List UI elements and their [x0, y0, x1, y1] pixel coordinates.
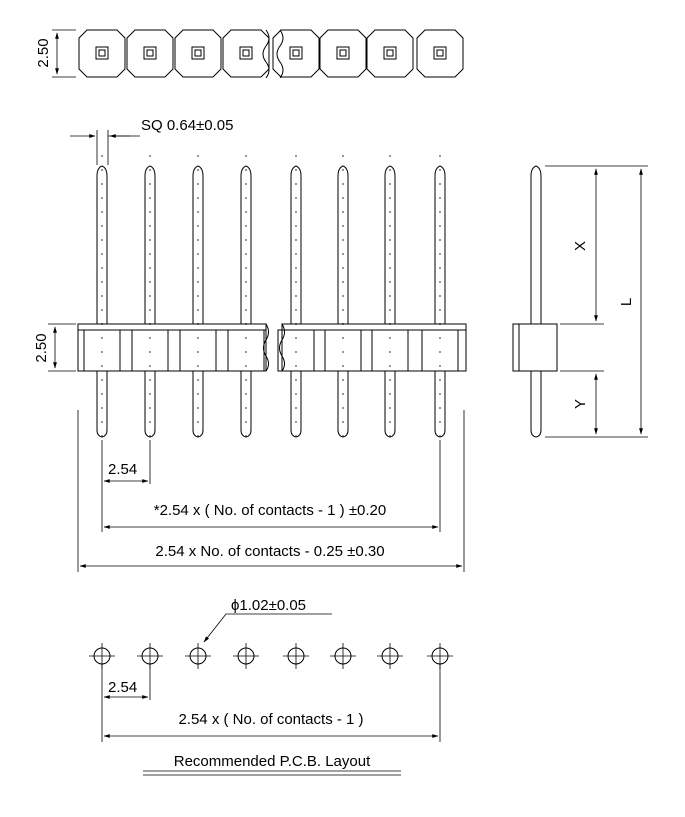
side-pin-bottom	[530, 371, 542, 438]
front-pin	[227, 155, 265, 445]
side-l-label: L	[618, 298, 635, 306]
front-pitch-label: 2.54	[108, 461, 137, 478]
side-x-label: X	[572, 241, 589, 251]
side-pin-top	[530, 165, 542, 324]
front-pin	[324, 155, 362, 445]
hole-diameter-label: ϕ1.02±0.05	[231, 597, 306, 614]
front-pin	[83, 155, 121, 445]
housing-left	[77, 323, 267, 372]
top-contact-cell	[272, 29, 320, 78]
side-view: X Y L	[512, 165, 648, 438]
break-line-right	[276, 29, 284, 79]
front-pin	[277, 155, 315, 445]
top-height-label: 2.50	[35, 38, 52, 67]
pin-square-label: SQ 0.64±0.05	[141, 117, 233, 134]
pcb-layout: ϕ1.02±0.05 2.54 2.54 x ( No. of contacts…	[89, 597, 453, 776]
side-y-label: Y	[572, 399, 589, 409]
top-contact-cell	[366, 29, 414, 78]
top-contact-cell	[78, 29, 126, 78]
top-contact-cell	[319, 29, 367, 78]
pcb-hole	[283, 643, 309, 669]
pcb-hole	[185, 643, 211, 669]
body-height-label: 2.50	[33, 333, 50, 362]
top-contact-cell	[174, 29, 222, 78]
top-contact-cell	[126, 29, 174, 78]
housing-right	[281, 323, 467, 372]
pcb-span-label: 2.54 x ( No. of contacts - 1 )	[178, 711, 363, 728]
pcb-caption: Recommended P.C.B. Layout	[174, 753, 371, 770]
top-contact-cell	[416, 29, 464, 78]
top-view: 2.50	[35, 29, 464, 79]
front-pin	[371, 155, 409, 445]
front-pin	[131, 155, 169, 445]
front-view: SQ 0.64±0.05 2.50 2.54 *2.54 x ( No. of …	[33, 117, 467, 572]
pin-span-label: *2.54 x ( No. of contacts - 1 ) ±0.20	[154, 502, 387, 519]
pcb-hole	[377, 643, 403, 669]
pcb-pitch-label: 2.54	[108, 679, 137, 696]
pcb-hole	[330, 643, 356, 669]
break-line-left	[262, 29, 270, 79]
side-housing	[512, 323, 558, 372]
top-contact-cell	[222, 29, 270, 78]
front-break-right	[279, 323, 285, 372]
pcb-hole	[233, 643, 259, 669]
overall-length-label: 2.54 x No. of contacts - 0.25 ±0.30	[155, 543, 384, 560]
front-pin	[179, 155, 217, 445]
front-pin	[421, 155, 459, 445]
